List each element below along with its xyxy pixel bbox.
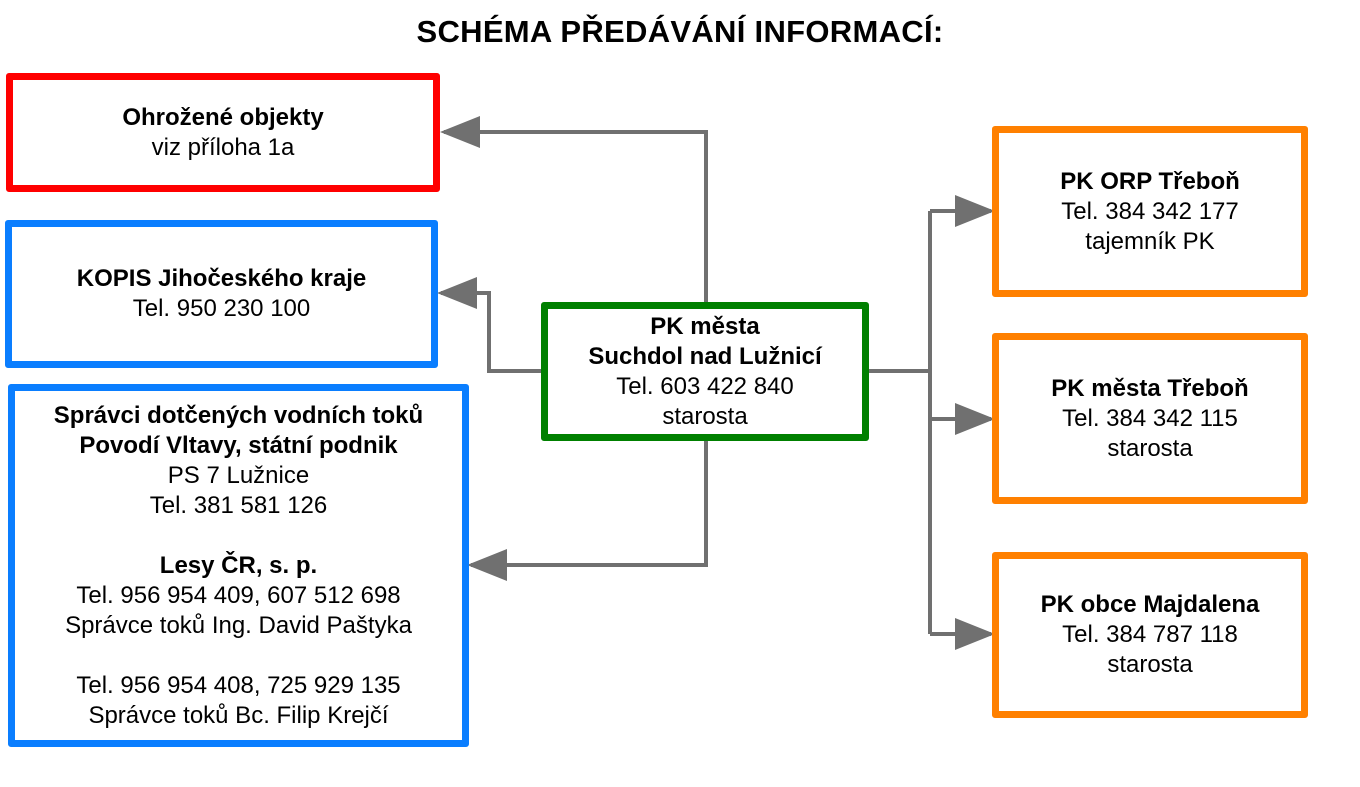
orp-title: PK ORP Třeboň: [1060, 167, 1240, 195]
box-kopis: KOPIS Jihočeského kraje Tel. 950 230 100: [5, 220, 438, 368]
orp-phone: Tel. 384 342 177: [1061, 197, 1239, 225]
water-unit: PS 7 Lužnice: [167, 461, 310, 489]
water-phone: Tel. 381 581 126: [149, 491, 328, 519]
threatened-note: viz příloha 1a: [151, 133, 295, 161]
water-title-1: Správci dotčených vodních toků: [53, 401, 424, 429]
arrow-to-kopis: [437, 277, 543, 373]
lesy-phone-2: Tel. 956 954 408, 725 929 135: [76, 671, 401, 699]
center-phone: Tel. 603 422 840: [616, 372, 794, 400]
lesy-phone-1: Tel. 956 954 409, 607 512 698: [76, 581, 401, 609]
majdalena-role: starosta: [1107, 651, 1193, 678]
arrow-to-threatened: [440, 116, 708, 303]
lesy-person-1: Správce toků Ing. David Paštyka: [65, 611, 412, 639]
lesy-title: Lesy ČR, s. p.: [159, 551, 318, 579]
box-majdalena: PK obce Majdalena Tel. 384 787 118 staro…: [992, 552, 1308, 718]
kopis-phone: Tel. 950 230 100: [132, 295, 311, 322]
majdalena-title: PK obce Majdalena: [1040, 591, 1260, 618]
box-center-suchdol: PK města Suchdol nad Lužnicí Tel. 603 42…: [541, 302, 869, 441]
center-role: starosta: [662, 402, 748, 430]
arrow-to-water: [467, 439, 708, 581]
threatened-title: Ohrožené objekty: [122, 103, 324, 131]
box-water-managers: Správci dotčených vodních toků Povodí Vl…: [8, 384, 469, 747]
kopis-title: KOPIS Jihočeského kraje: [76, 265, 367, 292]
lesy-person-2: Správce toků Bc. Filip Krejčí: [88, 701, 389, 729]
diagram-title: SCHÉMA PŘEDÁVÁNÍ INFORMACÍ:: [416, 14, 944, 49]
center-line-1: PK města: [650, 312, 760, 340]
orp-role: tajemník PK: [1085, 227, 1215, 255]
box-orp-trebon: PK ORP Třeboň Tel. 384 342 177 tajemník …: [992, 126, 1308, 297]
center-line-2: Suchdol nad Lužnicí: [588, 342, 822, 370]
majdalena-phone: Tel. 384 787 118: [1062, 621, 1238, 648]
trebon-role: starosta: [1107, 434, 1193, 462]
trebon-title: PK města Třeboň: [1051, 374, 1249, 402]
box-threatened-objects: Ohrožené objekty viz příloha 1a: [6, 73, 440, 192]
box-mesto-trebon: PK města Třeboň Tel. 384 342 115 starost…: [992, 333, 1308, 504]
water-title-2: Povodí Vltavy, státní podnik: [79, 431, 398, 459]
trebon-phone: Tel. 384 342 115: [1062, 404, 1238, 432]
